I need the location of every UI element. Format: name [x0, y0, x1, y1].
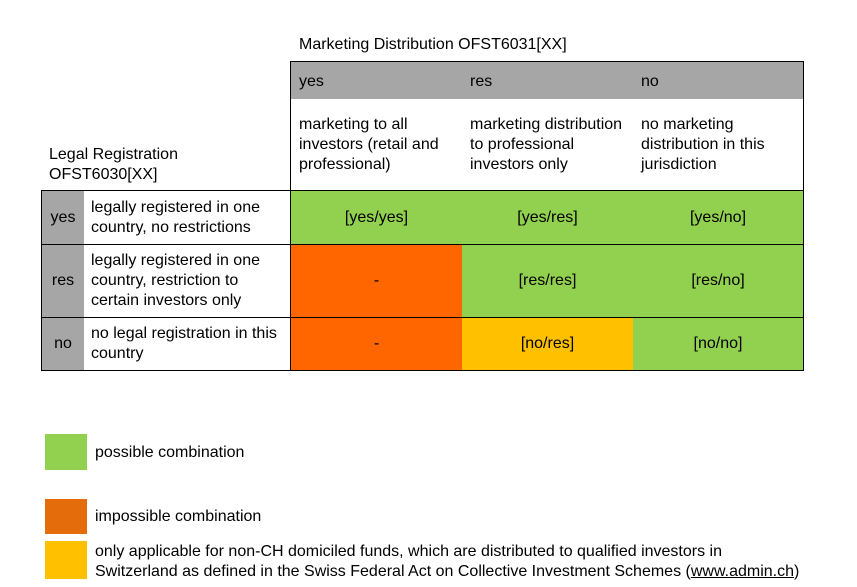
matrix-cell-res-res: [res/res] — [462, 245, 633, 317]
matrix-cell-no-yes: - — [291, 318, 462, 370]
legal-code-res-text: res — [51, 272, 75, 289]
marketing-code-res: res — [470, 73, 493, 90]
matrix-cell-res-yes: - — [291, 245, 462, 317]
marketing-desc-yes-text: marketing to all investors (retail and p… — [299, 115, 439, 173]
legal-code-no-text: no — [54, 335, 72, 352]
legal-desc-res-text: legally registered in one country, restr… — [91, 252, 260, 309]
matrix-value: - — [373, 272, 380, 289]
matrix-value: [res/no] — [691, 272, 745, 289]
marketing-desc-yes: marketing to all investors (retail and p… — [291, 99, 462, 190]
grid-line-row-1 — [41, 244, 804, 245]
legend-label-impossible: impossible combination — [95, 508, 262, 525]
legend-only-applicable-line2: Switzerland as defined in the Swiss Fede… — [95, 562, 855, 582]
legal-code-no: no — [42, 318, 84, 370]
marketing-desc-res-text: marketing distribution to professional i… — [470, 115, 623, 173]
legal-registration-title: Legal Registration OFST6030[XX] — [49, 146, 178, 183]
matrix-value: - — [373, 335, 380, 352]
legend-label-possible: possible combination — [95, 444, 245, 461]
legal-code-res: res — [42, 245, 84, 317]
grid-line-left — [41, 190, 42, 371]
matrix-value: [no/res] — [520, 335, 575, 352]
matrix-cell-no-no: [no/no] — [633, 318, 803, 370]
matrix-cell-res-no: [res/no] — [633, 245, 803, 317]
grid-line-row-2 — [41, 317, 804, 318]
matrix-value: [yes/res] — [517, 208, 578, 226]
grid-line-header-left — [290, 61, 291, 371]
legal-desc-yes: legally registered in one country, no re… — [84, 191, 290, 244]
legal-code-yes: yes — [42, 191, 84, 244]
marketing-header-bar — [291, 62, 803, 99]
matrix-cell-yes-res: [yes/res] — [462, 191, 633, 244]
legal-desc-res: legally registered in one country, restr… — [84, 245, 290, 317]
grid-line-header-top — [290, 61, 804, 62]
matrix-value: [no/no] — [693, 335, 743, 352]
legal-code-yes-text: yes — [50, 208, 76, 226]
matrix-cell-yes-no: [yes/no] — [633, 191, 803, 244]
legend-swatch-possible — [45, 434, 87, 470]
grid-line-body-top — [41, 190, 804, 191]
marketing-desc-no: no marketing distribution in this jurisd… — [633, 99, 803, 190]
matrix-value: [yes/yes] — [344, 208, 409, 226]
legend-only-applicable-suffix: ) — [794, 563, 800, 580]
matrix-cell-yes-yes: [yes/yes] — [291, 191, 462, 244]
matrix-value: [res/res] — [518, 272, 577, 289]
matrix-cell-no-res: [no/res] — [462, 318, 633, 370]
legal-desc-yes-text: legally registered in one country, no re… — [91, 198, 260, 236]
legal-desc-no-text: no legal registration in this country — [91, 325, 277, 362]
marketing-code-yes: yes — [299, 73, 324, 90]
legal-desc-no: no legal registration in this country — [84, 318, 290, 370]
legend-only-applicable-prefix: Switzerland as defined in the Swiss Fede… — [95, 563, 691, 580]
legend-label-only-applicable: only applicable for non-CH domiciled fun… — [95, 542, 855, 582]
admin-ch-link[interactable]: www.admin.ch — [690, 563, 794, 580]
legend-swatch-impossible — [45, 499, 87, 534]
legend-swatch-only-applicable — [45, 541, 87, 579]
matrix-value: [yes/no] — [689, 208, 747, 226]
marketing-desc-no-text: no marketing distribution in this jurisd… — [641, 115, 765, 173]
grid-line-right — [803, 61, 804, 371]
marketing-code-no: no — [641, 73, 659, 90]
marketing-desc-res: marketing distribution to professional i… — [462, 99, 633, 190]
legend-only-applicable-line1: only applicable for non-CH domiciled fun… — [95, 543, 722, 560]
grid-line-body-bottom — [41, 370, 804, 371]
marketing-distribution-title: Marketing Distribution OFST6031[XX] — [299, 36, 567, 53]
